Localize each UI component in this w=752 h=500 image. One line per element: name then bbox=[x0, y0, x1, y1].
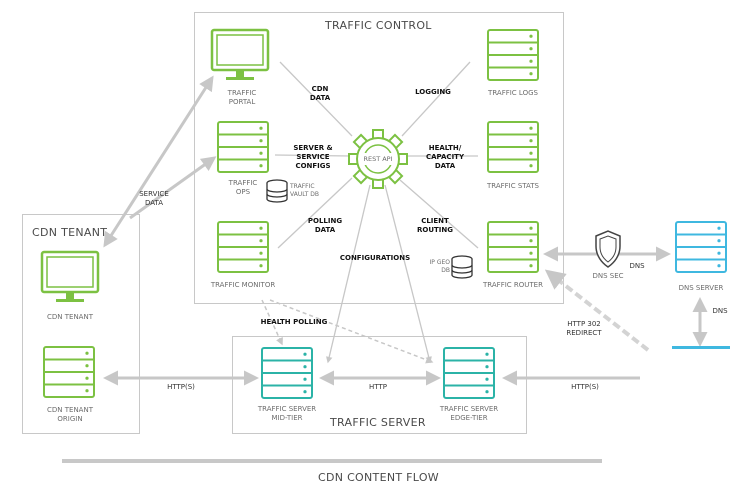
traffic-portal-label: TRAFFIC PORTAL bbox=[227, 89, 257, 106]
content-flow-bar bbox=[62, 459, 602, 463]
server-icon bbox=[443, 347, 495, 399]
cdn-data-label: CDN DATA bbox=[309, 85, 331, 102]
configurations-label: CONFIGURATIONS bbox=[339, 254, 411, 262]
http-s-right-label: HTTP(S) bbox=[571, 383, 599, 391]
logging-label: LOGGING bbox=[415, 88, 451, 96]
database-icon bbox=[451, 255, 473, 279]
health-polling-label: HEALTH POLLING bbox=[260, 318, 328, 326]
control-connectors bbox=[274, 61, 479, 249]
server-icon bbox=[217, 121, 269, 173]
traffic-router-label: TRAFFIC ROUTER bbox=[483, 281, 543, 289]
traffic-control-title: TRAFFIC CONTROL bbox=[325, 19, 432, 32]
health-polling-arrows bbox=[261, 299, 434, 364]
traffic-server-title: TRAFFIC SERVER bbox=[330, 416, 426, 429]
ip-geo-db-label: IP GEO DB bbox=[429, 259, 450, 274]
configuration-arrows bbox=[326, 184, 432, 364]
http-302-arrow bbox=[544, 269, 650, 352]
server-icon bbox=[217, 221, 269, 273]
database-icon bbox=[266, 179, 288, 203]
dns-sec-label: DNS SEC bbox=[592, 272, 624, 280]
monitor-icon bbox=[210, 28, 270, 82]
health-capacity-label: HEALTH/ CAPACITY DATA bbox=[425, 144, 465, 170]
server-icon bbox=[487, 121, 539, 173]
traffic-ops-label: TRAFFIC OPS bbox=[228, 179, 258, 196]
service-data-label: SERVICE DATA bbox=[139, 190, 169, 207]
server-icon bbox=[43, 346, 95, 398]
ts-edge-tier-label: TRAFFIC SERVER EDGE-TIER bbox=[439, 405, 499, 422]
http-s-left-label: HTTP(S) bbox=[167, 383, 195, 391]
traffic-logs-label: TRAFFIC LOGS bbox=[488, 89, 538, 97]
traffic-stats-label: TRAFFIC STATS bbox=[486, 182, 539, 190]
traffic-vault-label: TRAFFIC VAULT DB bbox=[290, 183, 320, 198]
shield-icon bbox=[595, 230, 621, 268]
cdn-tenant-title: CDN TENANT bbox=[32, 226, 108, 239]
content-flow-title: CDN CONTENT FLOW bbox=[318, 471, 439, 484]
cdn-tenant-origin-label: CDN TENANT ORIGIN bbox=[47, 406, 93, 423]
client-routing-label: CLIENT ROUTING bbox=[416, 217, 453, 234]
cdn-tenant-monitor-label: CDN TENANT bbox=[47, 313, 93, 321]
dns-label: DNS bbox=[629, 262, 645, 270]
polling-data-label: POLLING DATA bbox=[307, 217, 343, 234]
http-mid-label: HTTP bbox=[369, 383, 387, 391]
service-data-arrows bbox=[103, 75, 217, 248]
server-icon bbox=[675, 221, 727, 273]
partial-server-icon bbox=[672, 346, 730, 349]
server-configs-label: SERVER & SERVICE CONFIGS bbox=[293, 144, 333, 170]
dns-server-label: DNS SERVER bbox=[678, 284, 724, 292]
server-icon bbox=[487, 29, 539, 81]
dns-vertical-label: DNS bbox=[712, 307, 728, 315]
rest-api-label: REST API bbox=[363, 155, 393, 163]
server-icon bbox=[261, 347, 313, 399]
ts-mid-tier-label: TRAFFIC SERVER MID-TIER bbox=[257, 405, 317, 422]
monitor-icon bbox=[40, 250, 100, 304]
http-302-label: HTTP 302 REDIRECT bbox=[566, 320, 602, 337]
gear-icon bbox=[348, 129, 408, 189]
traffic-monitor-label: TRAFFIC MONITOR bbox=[210, 281, 276, 289]
server-icon bbox=[487, 221, 539, 273]
